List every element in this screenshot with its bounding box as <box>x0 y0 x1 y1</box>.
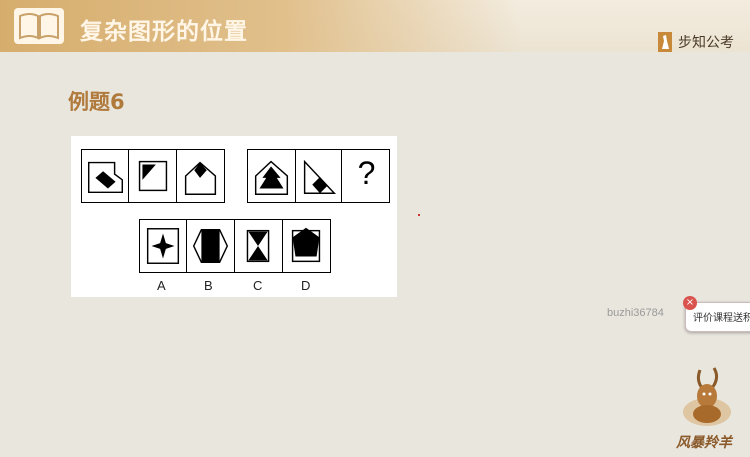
option-b-label: B <box>204 278 213 293</box>
option-a-label: A <box>157 278 166 293</box>
option-b-figure[interactable] <box>186 219 235 273</box>
puzzle-panel: ? A B C D <box>71 136 397 297</box>
promo-text[interactable]: 评价课程送积分 <box>693 313 750 324</box>
example-title: 例题6 <box>68 90 125 114</box>
option-d-figure[interactable] <box>282 219 331 273</box>
cursor-dot <box>418 214 420 216</box>
brand: 步知公考 <box>658 32 734 52</box>
figure-5 <box>295 149 343 203</box>
promo-bubble[interactable] <box>685 302 750 332</box>
user-watermark: buzhi36784 <box>607 307 664 319</box>
mascot-caption: 风暴羚羊 <box>676 435 732 451</box>
option-c-label: C <box>253 278 263 293</box>
figure-4 <box>247 149 296 203</box>
figure-1 <box>81 149 130 203</box>
figure-2 <box>128 149 178 203</box>
slide-title: 复杂图形的位置 <box>80 19 248 45</box>
promo-popup[interactable]: 评价课程送积分 × <box>683 296 750 336</box>
question-cell: ? <box>341 149 390 203</box>
option-a-figure[interactable] <box>139 219 187 273</box>
option-c-figure[interactable] <box>234 219 283 273</box>
option-d-label: D <box>301 278 311 293</box>
open-book-icon <box>14 8 64 44</box>
question-mark: ? <box>357 155 376 191</box>
close-icon[interactable]: × <box>683 296 697 310</box>
brand-name: 步知公考 <box>678 35 734 51</box>
header-bar <box>0 0 520 52</box>
brand-logo-icon <box>658 32 672 52</box>
figure-3 <box>176 149 225 203</box>
antelope-mascot-icon <box>683 367 731 426</box>
